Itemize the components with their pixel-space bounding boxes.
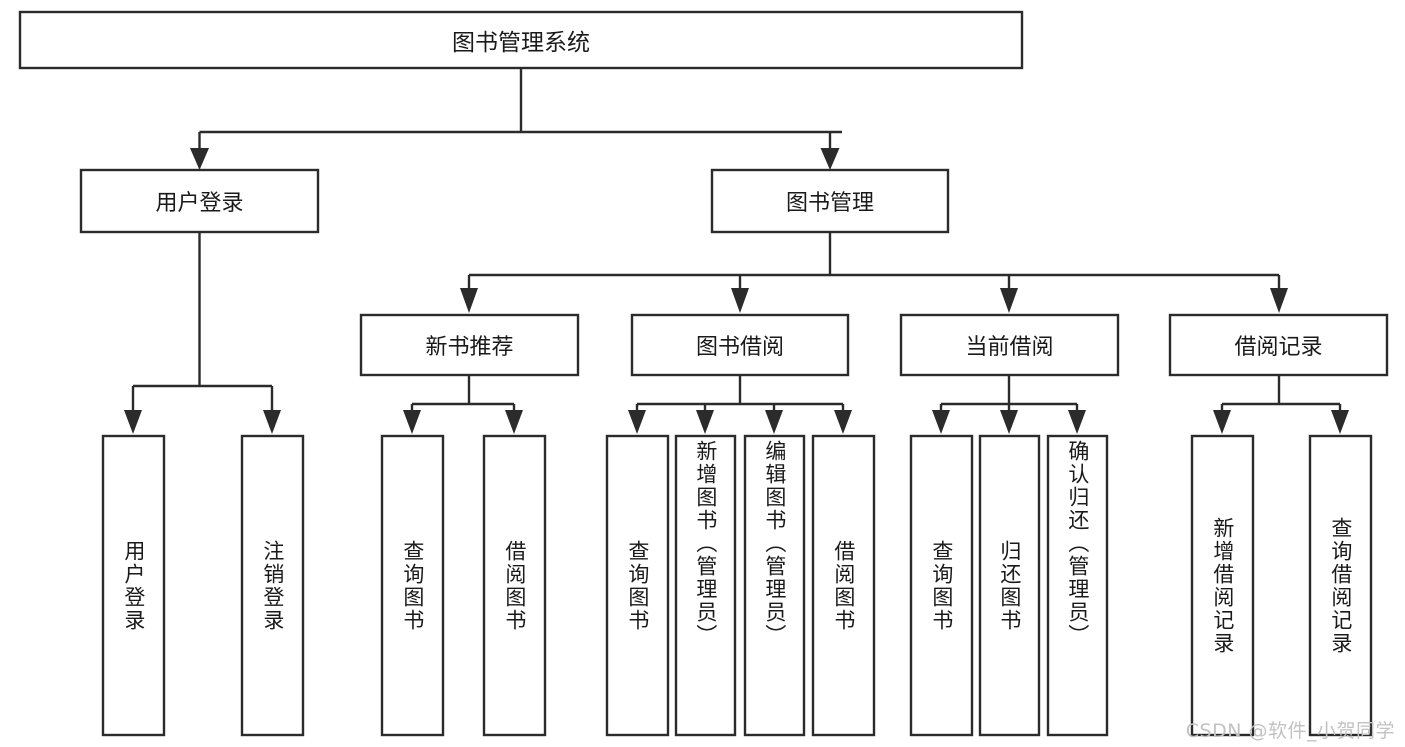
arrow-head-to-leaf-edit-book <box>765 410 783 434</box>
arrow-head-to-user-login <box>190 148 209 170</box>
node-box-borrow-record[interactable] <box>1168 313 1389 377</box>
arrow-head-to-book-manage <box>820 148 840 170</box>
node-box-leaf-logout[interactable] <box>240 434 305 737</box>
node-box-leaf-query-book-3[interactable] <box>909 434 974 737</box>
node-box-leaf-query-book-2[interactable] <box>605 434 670 737</box>
arrow-head-to-new-book-recommend <box>460 288 478 313</box>
node-box-leaf-query-record[interactable] <box>1308 434 1373 737</box>
arrow-head-to-leaf-borrow-book-1 <box>505 410 523 434</box>
arrow-head-to-leaf-return-book <box>1000 410 1018 434</box>
node-box-leaf-borrow-book-1[interactable] <box>482 434 547 737</box>
node-box-root[interactable] <box>18 10 1024 70</box>
arrow-head-to-leaf-user-login <box>124 410 142 434</box>
arrow-head-to-leaf-query-record <box>1331 410 1349 434</box>
node-box-book-manage[interactable] <box>710 168 950 234</box>
connector-book-borrow-to-leaves <box>635 375 845 414</box>
node-box-leaf-user-login[interactable] <box>101 434 166 737</box>
node-box-book-borrow[interactable] <box>630 313 850 377</box>
arrow-head-to-leaf-add-book <box>696 410 714 434</box>
node-box-leaf-edit-book[interactable] <box>743 434 806 737</box>
node-box-leaf-borrow-book-2[interactable] <box>811 434 876 737</box>
node-box-leaf-return-book[interactable] <box>978 434 1041 737</box>
arrow-head-to-leaf-confirm-return <box>1068 410 1086 434</box>
arrow-head-to-leaf-add-record <box>1213 410 1231 434</box>
connector-borrow-record-to-leaves <box>1220 375 1342 414</box>
arrow-head-to-book-borrow <box>731 288 749 313</box>
watermark-text: CSDN @软件_小贺同学 <box>1185 720 1395 742</box>
node-box-leaf-confirm-return[interactable] <box>1046 434 1109 737</box>
node-box-user-login[interactable] <box>79 168 320 234</box>
arrow-head-to-leaf-query-book-3 <box>932 410 950 434</box>
arrow-head-to-leaf-query-book-1 <box>403 410 421 434</box>
arrow-head-to-current-borrow <box>1000 288 1018 313</box>
node-box-new-book-recommend[interactable] <box>359 313 580 377</box>
arrow-head-to-leaf-logout <box>263 410 281 434</box>
arrow-head-to-borrow-record <box>1270 288 1288 313</box>
connector-new-book-recommend-to-leaves <box>410 375 516 414</box>
connector-book-manage-to-level2 <box>467 232 1281 292</box>
node-box-leaf-add-book[interactable] <box>674 434 737 737</box>
arrow-head-to-leaf-query-book-2 <box>628 410 646 434</box>
node-box-current-borrow[interactable] <box>899 313 1120 377</box>
connector-root-to-level1 <box>198 68 842 154</box>
connector-user-login-to-leaves <box>131 232 274 414</box>
node-box-leaf-add-record[interactable] <box>1190 434 1255 737</box>
connector-current-borrow-to-leaves <box>939 375 1079 414</box>
arrow-head-to-leaf-borrow-book-2 <box>834 410 852 434</box>
node-box-leaf-query-book-1[interactable] <box>380 434 445 737</box>
